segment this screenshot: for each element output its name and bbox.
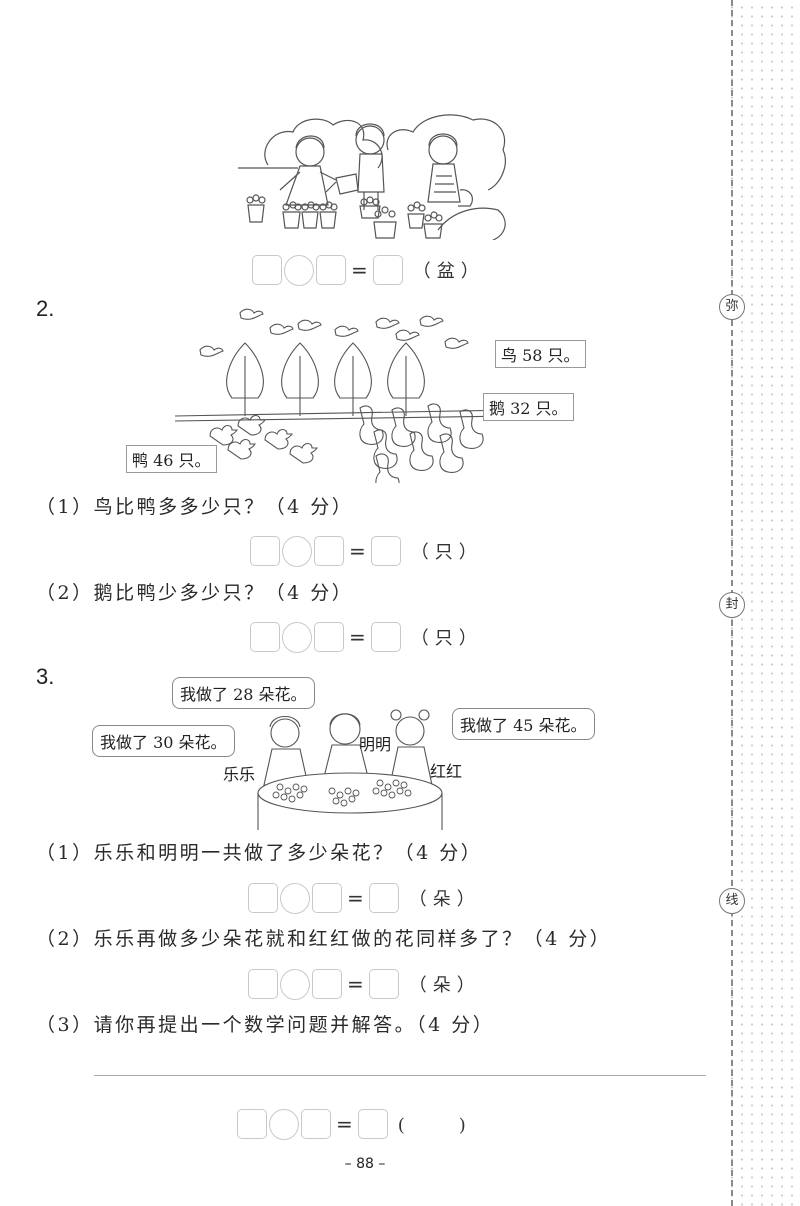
answer-box-result[interactable]: [372, 255, 403, 285]
answer-box-operand-2[interactable]: [314, 536, 344, 566]
answer-box-result[interactable]: [370, 622, 401, 652]
equals-sign: =: [336, 1112, 353, 1136]
question-2-1: （1）鸟比鸭多多少只？（4 分）: [36, 496, 354, 518]
operator-circle[interactable]: [282, 535, 312, 567]
answer-box-operand-2[interactable]: [312, 969, 342, 999]
children-making-flowers-illustration: [257, 709, 443, 830]
seal-feng: 封: [719, 592, 745, 618]
unit-label: （朵）: [408, 975, 481, 996]
unit-label-blank[interactable]: ( ): [397, 1115, 466, 1136]
garden-illustration: [238, 114, 506, 240]
name-honghong: 红红: [430, 762, 463, 781]
unit-label: （盆）: [412, 261, 485, 282]
answer-box-operand-2[interactable]: [301, 1109, 331, 1139]
speech-bubble-lele: 我做了 30 朵花。: [92, 725, 235, 757]
unit-label: （只）: [410, 628, 483, 649]
equation-row-p3-q1: = （朵）: [248, 880, 481, 916]
answer-box-result[interactable]: [368, 969, 399, 999]
question-3-1: （1）乐乐和明明一共做了多少朵花？（4 分）: [36, 842, 483, 864]
unit-label: （朵）: [408, 889, 481, 910]
bird: [199, 308, 469, 357]
question-3-3: （3）请你再提出一个数学问题并解答。（4 分）: [36, 1014, 495, 1036]
equals-sign: =: [347, 886, 364, 910]
equation-row-p3-q2: = （朵）: [248, 966, 481, 1002]
equation-row-p2-q2: = （只）: [250, 619, 483, 655]
answer-box-operand-2[interactable]: [314, 622, 344, 652]
ducks-count-label: 鸭 46 只。: [126, 445, 217, 473]
answer-box-operand-1[interactable]: [248, 969, 278, 999]
answer-box-operand-1[interactable]: [237, 1109, 267, 1139]
answer-box-result[interactable]: [368, 883, 399, 913]
equation-row-p1: = （盆）: [252, 252, 485, 288]
question-3-2: （2）乐乐再做多少朵花就和红红做的花同样多了？（4 分）: [36, 928, 612, 950]
question-2-2: （2）鹅比鸭少多少只？（4 分）: [36, 582, 354, 604]
answer-box-operand-1[interactable]: [248, 883, 278, 913]
answer-box-operand-2[interactable]: [316, 255, 346, 285]
answer-box-operand-1[interactable]: [250, 622, 280, 652]
speech-bubble-honghong: 我做了 45 朵花。: [452, 708, 595, 740]
equation-row-p2-q1: = （只）: [250, 533, 483, 569]
page-number: – 88 –: [344, 1156, 386, 1172]
equals-sign: =: [347, 972, 364, 996]
answer-box-result[interactable]: [357, 1109, 388, 1139]
operator-circle[interactable]: [280, 882, 310, 914]
problem-3-number: 3.: [36, 664, 55, 689]
geese-count-label: 鹅 32 只。: [483, 393, 574, 421]
unit-label: （只）: [410, 542, 483, 563]
speech-bubble-mingming: 我做了 28 朵花。: [172, 677, 315, 709]
operator-circle[interactable]: [284, 254, 314, 286]
seal-mi: 弥: [719, 294, 745, 320]
operator-circle[interactable]: [282, 621, 312, 653]
answer-box-result[interactable]: [370, 536, 401, 566]
answer-box-operand-1[interactable]: [250, 536, 280, 566]
equals-sign: =: [351, 258, 368, 282]
name-lele: 乐乐: [223, 765, 256, 784]
birds-trees-ducks-illustration: [174, 308, 515, 483]
answer-box-operand-2[interactable]: [312, 883, 342, 913]
operator-circle[interactable]: [280, 968, 310, 1000]
answer-box-operand-1[interactable]: [252, 255, 282, 285]
answer-writing-line[interactable]: [94, 1075, 706, 1076]
name-mingming: 明明: [359, 735, 392, 754]
equation-row-p3-q3: = ( ): [237, 1106, 466, 1142]
seal-xian: 线: [719, 888, 745, 914]
equals-sign: =: [349, 539, 366, 563]
equals-sign: =: [349, 625, 366, 649]
birds-count-label: 鸟 58 只。: [495, 340, 586, 368]
problem-2-number: 2.: [36, 296, 55, 321]
operator-circle[interactable]: [269, 1108, 299, 1140]
